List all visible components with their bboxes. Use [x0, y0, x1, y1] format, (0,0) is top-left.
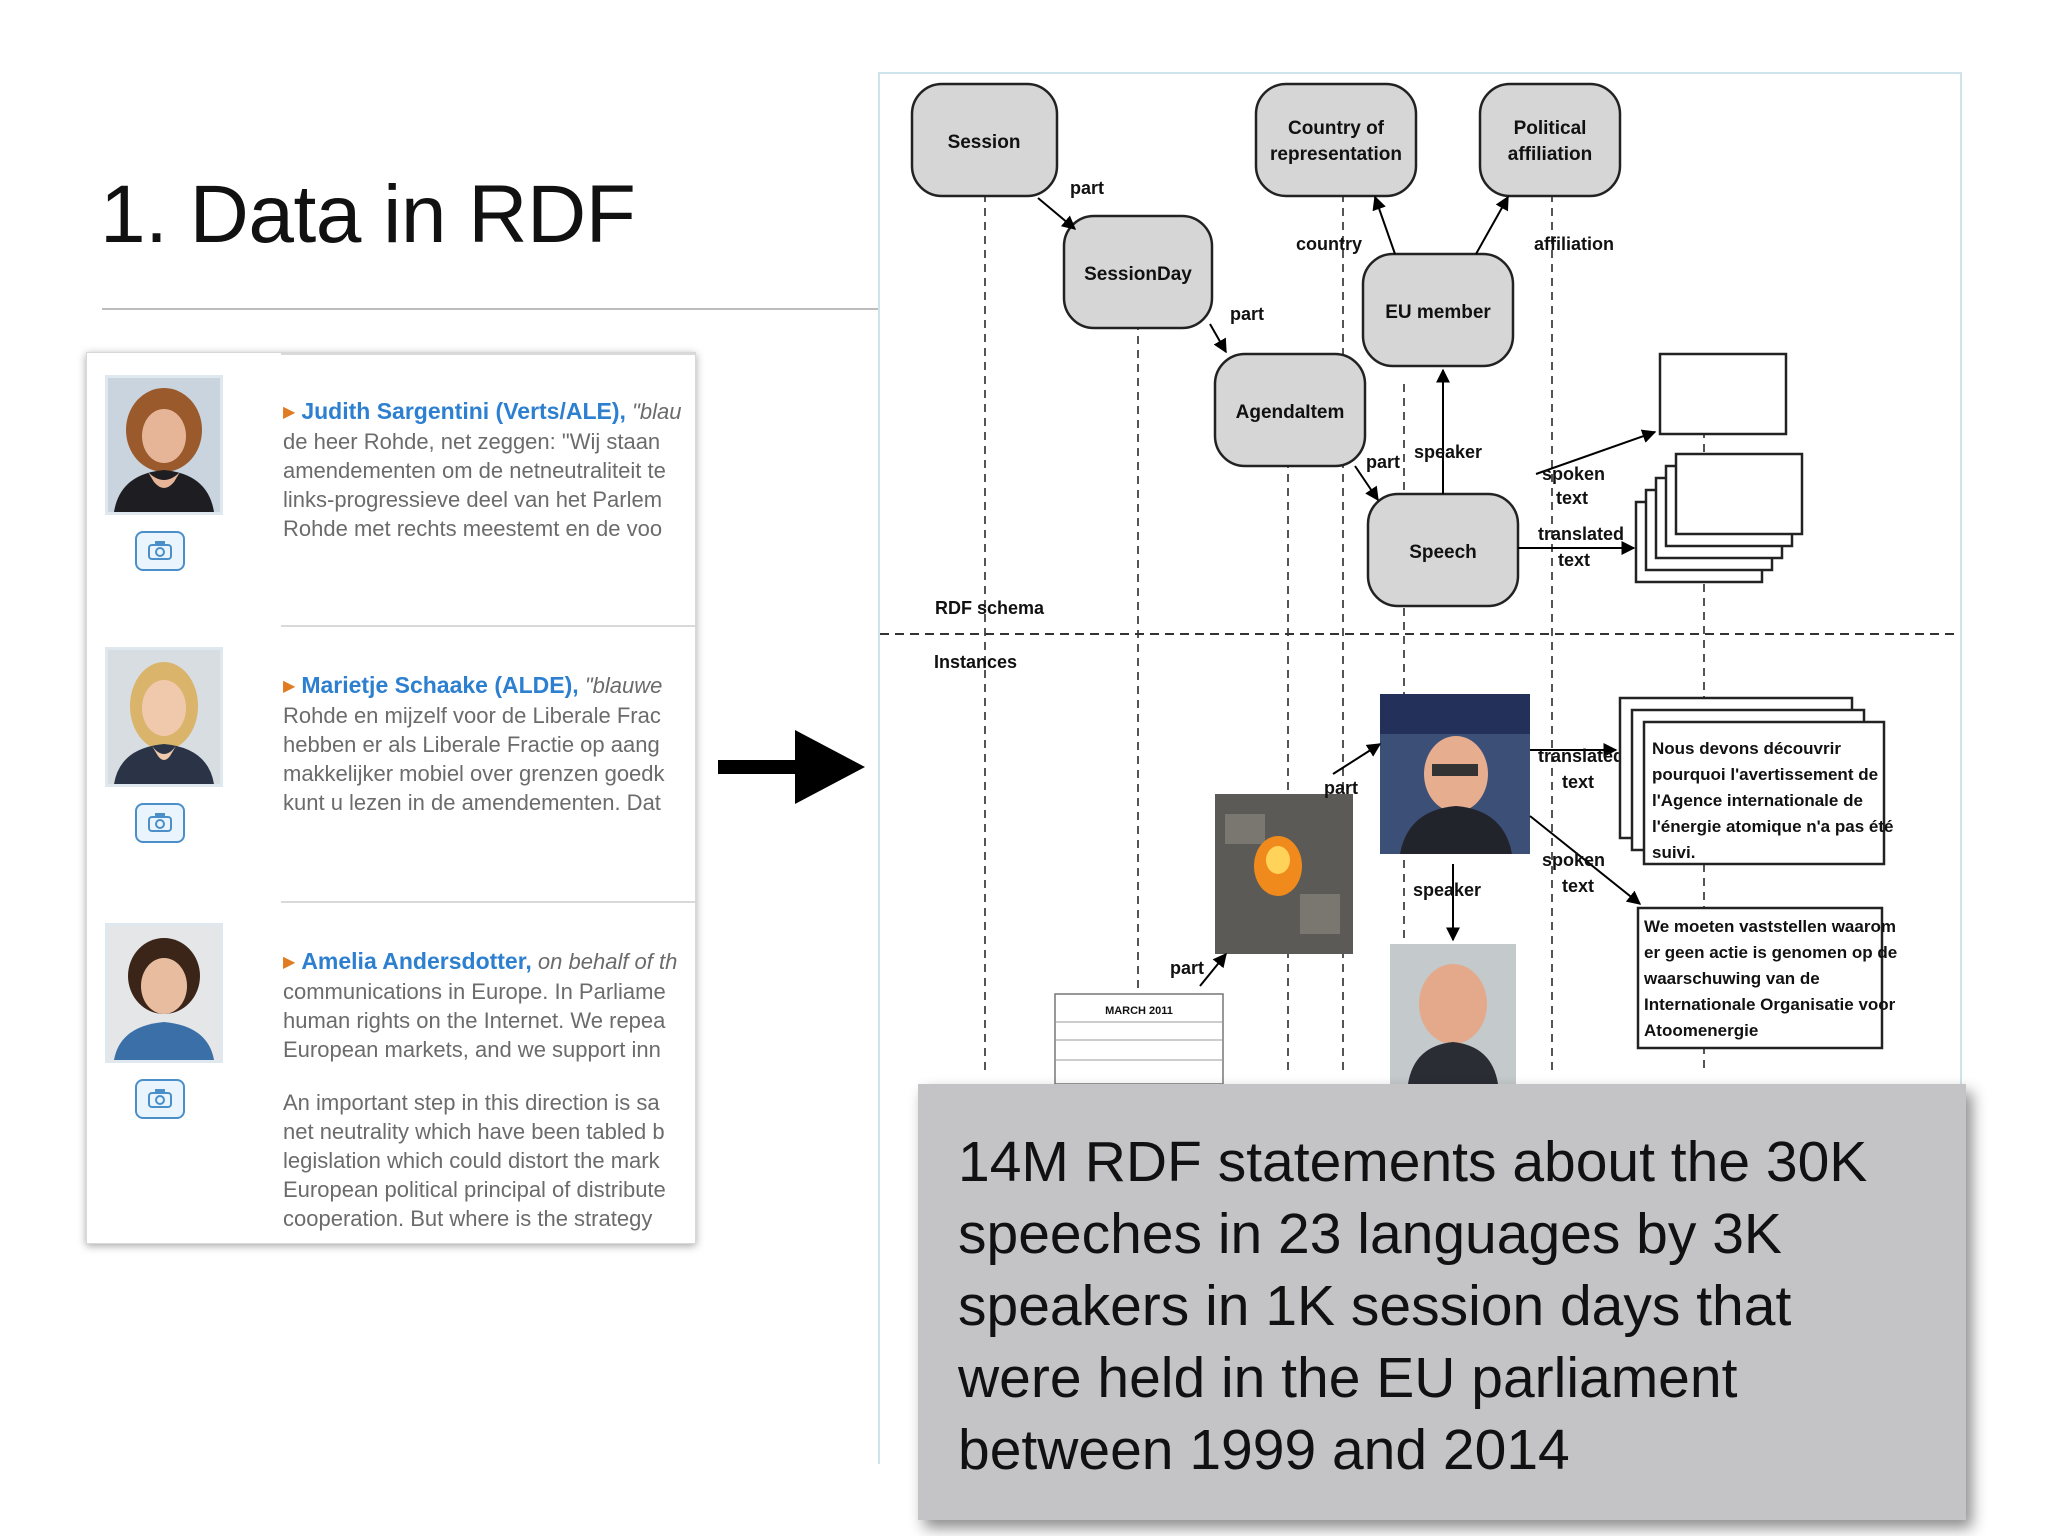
speaker-photo	[105, 647, 223, 787]
title-divider	[102, 308, 882, 310]
schema-nodes: Session Country of representation Politi…	[910, 82, 1622, 608]
event-photo-instance	[1215, 794, 1353, 954]
svg-text:er geen actie is genomen op de: er geen actie is genomen op de	[1644, 943, 1897, 962]
svg-text:suivi.: suivi.	[1652, 843, 1695, 862]
svg-text:Country of: Country of	[1288, 118, 1385, 139]
svg-text:MARCH 2011: MARCH 2011	[1105, 1005, 1173, 1017]
svg-text:affiliation: affiliation	[1534, 234, 1614, 254]
speech-excerpt: ▶Judith Sargentini (Verts/ALE), "blau de…	[283, 398, 682, 541]
divider	[281, 625, 695, 627]
svg-text:Nous devons découvrir: Nous devons découvrir	[1652, 739, 1841, 758]
speech-entry: ▶Amelia Andersdotter, on behalf of th co…	[87, 901, 695, 1243]
speaker-photo-instance-2	[1390, 944, 1516, 1084]
rdf-schema-label: RDF schema	[935, 598, 1045, 618]
svg-text:text: text	[1556, 488, 1588, 508]
camera-icon	[148, 813, 172, 832]
speaker-photo	[105, 375, 223, 515]
camera-icon	[148, 1089, 172, 1108]
french-text-box	[1642, 720, 1886, 866]
svg-text:speaker: speaker	[1414, 442, 1482, 462]
svg-text:Session: Session	[948, 132, 1021, 153]
svg-text:text: text	[1558, 550, 1590, 570]
svg-text:l'énergie atomique n'a pas été: l'énergie atomique n'a pas été	[1652, 817, 1893, 836]
calendar-instance: MARCH 2011	[1054, 993, 1224, 1085]
divider	[281, 901, 695, 903]
speaker-photo	[105, 923, 223, 1063]
svg-text:l'Agence internationale de: l'Agence internationale de	[1652, 791, 1863, 810]
svg-text:affiliation: affiliation	[1508, 144, 1592, 165]
divider	[281, 353, 695, 355]
speeches-screenshot: ▶Judith Sargentini (Verts/ALE), "blau de…	[86, 352, 696, 1244]
dutch-text-box	[1636, 906, 1884, 1050]
node-eu-member	[1361, 252, 1515, 368]
node-agenda-item	[1213, 352, 1367, 468]
node-country	[1254, 82, 1418, 198]
svg-text:text: text	[1562, 876, 1594, 896]
video-button[interactable]	[135, 1079, 185, 1119]
svg-text:SessionDay: SessionDay	[1084, 264, 1192, 285]
svg-text:translated: translated	[1538, 524, 1624, 544]
expand-triangle-icon[interactable]: ▶	[283, 404, 296, 421]
slide-title: 1. Data in RDF	[100, 169, 636, 260]
svg-text:waarschuwing van de: waarschuwing van de	[1643, 969, 1820, 988]
svg-text:Political: Political	[1514, 118, 1587, 139]
video-button[interactable]	[135, 531, 185, 571]
svg-text:pourquoi l'avertissement de: pourquoi l'avertissement de	[1652, 765, 1878, 784]
node-political-affiliation	[1478, 82, 1622, 198]
svg-text:part: part	[1170, 958, 1204, 978]
right-arrow-icon	[795, 730, 865, 804]
node-session	[910, 82, 1059, 198]
svg-text:text: text	[1562, 772, 1594, 792]
expand-triangle-icon[interactable]: ▶	[283, 954, 296, 971]
speaker-name-link[interactable]: Amelia Andersdotter,	[301, 948, 532, 974]
camera-icon	[148, 541, 172, 560]
text-box	[1658, 352, 1788, 436]
expand-triangle-icon[interactable]: ▶	[283, 678, 296, 695]
svg-text:Speech: Speech	[1409, 542, 1477, 563]
svg-text:Internationale Organisatie voo: Internationale Organisatie voor	[1644, 995, 1896, 1014]
svg-text:part: part	[1324, 778, 1358, 798]
speech-entry: ▶Judith Sargentini (Verts/ALE), "blau de…	[87, 353, 695, 623]
svg-text:representation: representation	[1270, 144, 1402, 165]
svg-text:part: part	[1070, 178, 1104, 198]
svg-text:part: part	[1230, 304, 1264, 324]
svg-text:country: country	[1296, 234, 1362, 254]
svg-text:spoken: spoken	[1542, 850, 1605, 870]
svg-text:AgendaItem: AgendaItem	[1236, 402, 1345, 423]
speech-entry: ▶Marietje Schaake (ALDE), "blauwe Rohde …	[87, 625, 695, 895]
svg-text:Atoomenergie: Atoomenergie	[1644, 1021, 1758, 1040]
node-session-day	[1062, 214, 1214, 330]
svg-text:part: part	[1366, 452, 1400, 472]
speech-excerpt: ▶Amelia Andersdotter, on behalf of th co…	[283, 948, 678, 1231]
speaker-name-link[interactable]: Judith Sargentini (Verts/ALE),	[301, 398, 626, 424]
svg-text:EU member: EU member	[1385, 302, 1491, 323]
caption-box: 14M RDF statements about the 30K speeche…	[918, 1084, 1966, 1520]
speech-excerpt: ▶Marietje Schaake (ALDE), "blauwe Rohde …	[283, 672, 665, 815]
speaker-photo-instance	[1380, 694, 1530, 854]
svg-text:We moeten vaststellen waarom: We moeten vaststellen waarom	[1644, 917, 1896, 936]
svg-text:speaker: speaker	[1413, 880, 1481, 900]
rdf-diagram: Session Country of representation Politi…	[878, 72, 1962, 1464]
speaker-name-link[interactable]: Marietje Schaake (ALDE),	[301, 672, 579, 698]
instances-label: Instances	[934, 652, 1017, 672]
svg-text:spoken: spoken	[1542, 464, 1605, 484]
svg-text:translated: translated	[1538, 746, 1624, 766]
video-button[interactable]	[135, 803, 185, 843]
text-box-stack	[1634, 452, 1804, 584]
arrow-shaft	[718, 760, 798, 774]
